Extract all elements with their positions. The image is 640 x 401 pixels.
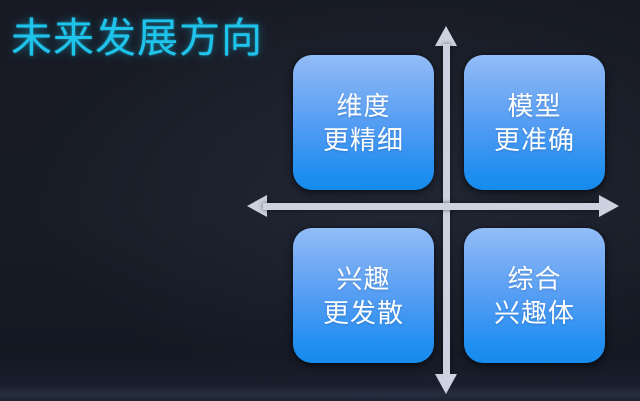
quadrant-label-line1: 维度: [336, 90, 391, 121]
arrow-up-icon: [435, 26, 457, 46]
horizontal-axis-line: [263, 203, 603, 210]
quadrant-box-top-right[interactable]: 模型 更准确: [464, 55, 605, 190]
quadrant-label-line2: 更准确: [493, 124, 575, 155]
vertical-axis-line: [443, 44, 450, 376]
quadrant-label-line2: 更发散: [322, 297, 404, 328]
arrow-right-icon: [599, 195, 619, 217]
page-title: 未来发展方向: [11, 15, 263, 61]
quadrant-box-bottom-right[interactable]: 综合 兴趣体: [464, 228, 605, 363]
quadrant-label-line1: 模型: [507, 90, 562, 121]
horizontal-axis: [247, 195, 619, 217]
quadrant-label-line1: 综合: [507, 263, 562, 294]
arrow-down-icon: [435, 374, 457, 394]
arrow-left-icon: [247, 195, 267, 217]
quadrant-label-line2: 兴趣体: [493, 297, 575, 328]
quadrant-box-bottom-left[interactable]: 兴趣 更发散: [293, 228, 434, 363]
vertical-axis: [435, 26, 457, 394]
quadrant-label-line1: 兴趣: [336, 263, 391, 294]
quadrant-label-line2: 更精细: [322, 124, 404, 155]
quadrant-box-top-left[interactable]: 维度 更精细: [293, 55, 434, 190]
